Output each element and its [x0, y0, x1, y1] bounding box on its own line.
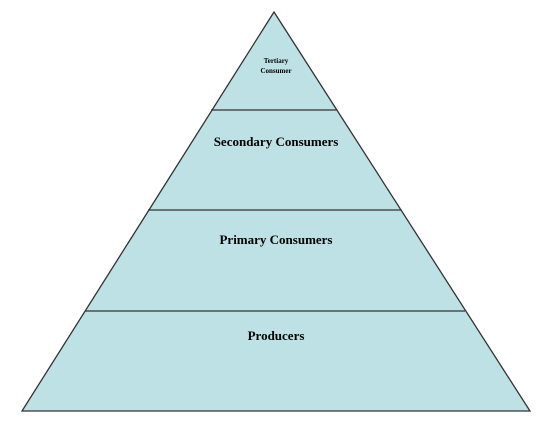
- level-label-secondary-consumers: Secondary Consumers: [214, 134, 339, 149]
- level-label-primary-consumers: Primary Consumers: [219, 232, 332, 247]
- level-label-producers: Producers: [248, 328, 305, 343]
- level-label-tertiary-line-2: Consumer: [260, 67, 291, 75]
- pyramid-outline: [20, 10, 532, 412]
- level-label-tertiary-line-1: Tertiary: [264, 57, 289, 65]
